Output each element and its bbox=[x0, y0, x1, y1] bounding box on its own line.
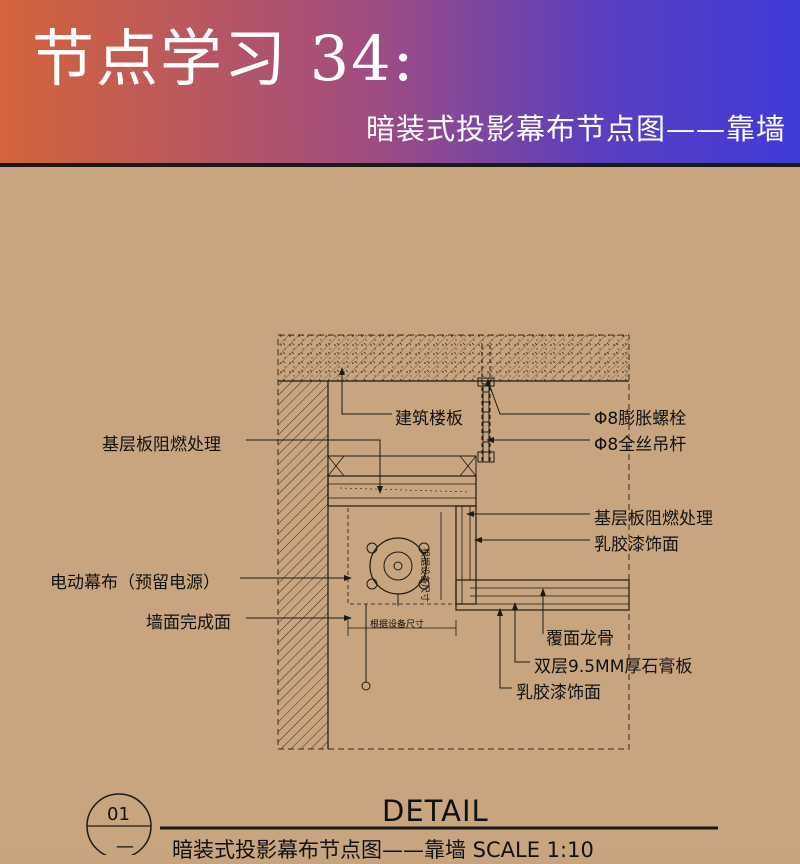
label-wall-finish: 墙面完成面 bbox=[146, 613, 231, 633]
detail-marker bbox=[86, 793, 718, 855]
page-subtitle: 暗装式投影幕布节点图——靠墙 bbox=[365, 112, 786, 146]
label-motor-screen: 电动幕布（预留电源） bbox=[50, 573, 220, 593]
threaded-rod bbox=[477, 345, 495, 463]
leader-arrows bbox=[339, 367, 546, 621]
left-wall bbox=[278, 381, 329, 749]
screen-cavity bbox=[347, 505, 457, 605]
dimension-line bbox=[347, 512, 457, 636]
leader-lines bbox=[240, 371, 590, 689]
detail-caption: 暗装式投影幕布节点图——靠墙 SCALE 1:10 bbox=[172, 838, 594, 862]
banner-divider bbox=[0, 163, 800, 167]
label-equipment-size-vertical: 根据设备尺寸 bbox=[419, 548, 429, 603]
screen-drop-line bbox=[361, 604, 371, 691]
screen-roller-icon bbox=[366, 537, 430, 606]
detail-sheet: — bbox=[116, 836, 134, 857]
label-threaded-rod: Φ8全丝吊杆 bbox=[594, 435, 687, 455]
base-board-vertical bbox=[455, 505, 477, 605]
page-title: 节点学习 34: bbox=[32, 22, 416, 95]
drawing-paper bbox=[0, 167, 800, 855]
label-cover-keel: 覆面龙骨 bbox=[546, 629, 614, 649]
detail-heading: DETAIL bbox=[382, 794, 489, 828]
label-expansion-bolt: Φ8膨胀螺栓 bbox=[594, 409, 687, 429]
label-latex-paint-bottom: 乳胶漆饰面 bbox=[516, 683, 601, 703]
detail-number: 01 bbox=[107, 804, 130, 825]
label-building-slab: 建筑楼板 bbox=[395, 409, 463, 429]
label-base-board-right: 基层板阻燃处理 bbox=[594, 509, 713, 529]
base-board-horizontal bbox=[327, 475, 477, 507]
title-banner: 节点学习 34: 暗装式投影幕布节点图——靠墙 bbox=[0, 0, 800, 163]
top-keel bbox=[327, 455, 477, 477]
label-equipment-size: 根据设备尺寸 bbox=[370, 620, 425, 630]
label-base-board-left: 基层板阻燃处理 bbox=[102, 435, 221, 455]
label-latex-paint-right: 乳胶漆饰面 bbox=[594, 535, 679, 555]
label-gypsum-board: 双层9.5MM厚石膏板 bbox=[534, 657, 693, 677]
building-slab bbox=[278, 335, 629, 382]
